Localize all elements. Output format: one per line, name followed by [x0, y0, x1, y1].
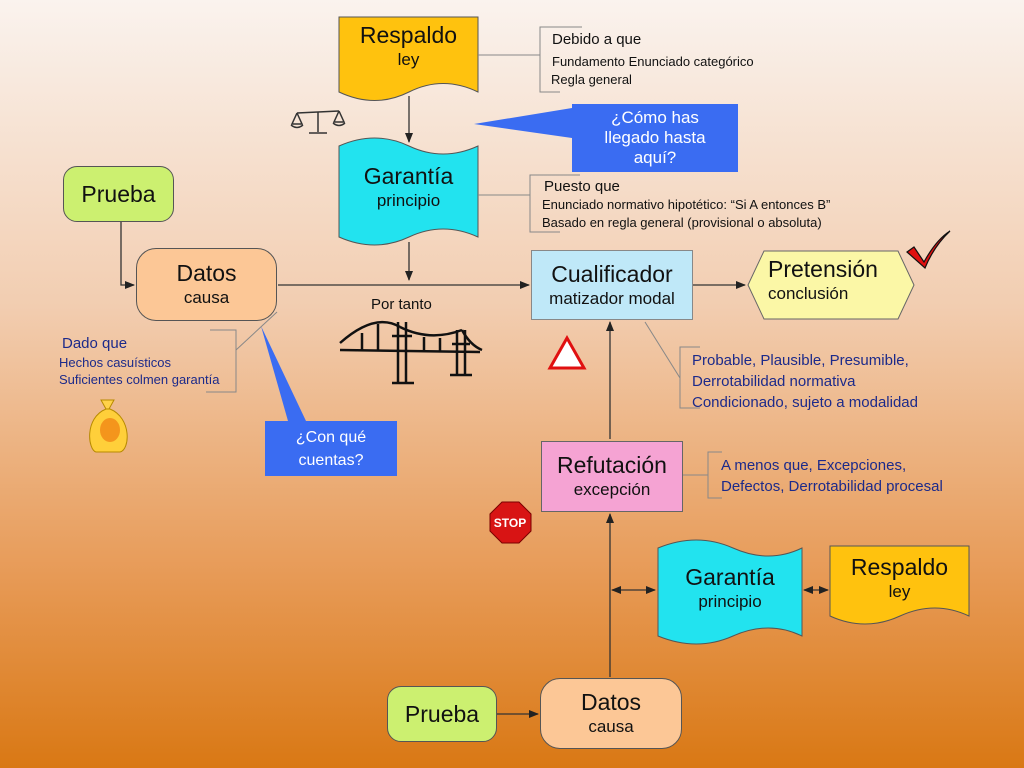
callout-como-line-3: aquí?: [633, 148, 677, 167]
refutacion-title: Refutación: [557, 452, 667, 478]
arrow-prueba-datos: [120, 222, 135, 289]
dado-note-3: Suficientes colmen garantía: [59, 372, 220, 387]
por-tanto-label: Por tanto: [371, 296, 432, 313]
bridge-icon: [339, 320, 483, 385]
respaldo-bottom-shape: [829, 545, 970, 625]
prueba-bottom-title: Prueba: [404, 700, 480, 727]
warning-triangle-icon: [547, 334, 587, 370]
refutacion-subtitle: excepción: [573, 480, 651, 499]
respaldo-bottom-subtitle: ley: [888, 581, 911, 601]
garantia-bottom-subtitle: principio: [698, 591, 762, 611]
cualif-note-1: Probable, Plausible, Presumible,: [692, 352, 909, 369]
garantia-bottom-shape: [657, 539, 803, 645]
datos-bottom-subtitle: causa: [588, 717, 634, 736]
stop-text: STOP: [494, 516, 526, 530]
pretension-shape: [747, 250, 915, 320]
money-bag-icon: [89, 399, 128, 453]
datos-top-subtitle: causa: [183, 288, 230, 307]
datos-top-title: Datos: [176, 260, 237, 286]
arrows: [120, 96, 829, 718]
cualificador: Cualificador matizador modal: [531, 250, 693, 320]
balance-scale-icon: [290, 110, 346, 134]
cualificador-subtitle: matizador modal: [549, 288, 675, 308]
callout-con-line-2: cuentas?: [298, 452, 364, 469]
garantia-note-1: Puesto que: [544, 178, 620, 195]
garantia-top: Garantía principio: [339, 155, 478, 219]
callout-como-line-2: llegado hasta: [604, 128, 706, 147]
garantia-bottom: Garantía principio: [658, 556, 802, 620]
cualif-note-2: Derrotabilidad normativa: [692, 373, 856, 390]
prueba-bottom: Prueba: [387, 686, 497, 742]
pretension-subtitle: conclusión: [768, 284, 849, 303]
respaldo-bottom: Respaldo ley: [830, 548, 969, 608]
garantia-note-3: Basado en regla general (provisional o a…: [542, 215, 822, 230]
respaldo-top-subtitle: ley: [397, 49, 420, 69]
respaldo-bottom-title: Respaldo: [850, 553, 949, 580]
pretension-title: Pretensión: [768, 256, 878, 282]
respaldo-top: Respaldo ley: [339, 20, 478, 72]
cualificador-title: Cualificador: [551, 260, 673, 287]
prueba-top: Prueba: [63, 166, 174, 222]
prueba-top-title: Prueba: [81, 180, 156, 207]
respaldo-top-shape: [338, 16, 479, 101]
callout-con-line-1: ¿Con qué: [295, 429, 367, 446]
refut-note-2: Defectos, Derrotabilidad procesal: [721, 478, 943, 495]
garantia-top-shape: [338, 137, 479, 246]
garantia-bottom-title: Garantía: [685, 563, 775, 590]
callout-con: ¿Con qué cuentas?: [265, 426, 397, 472]
respaldo-note-3: Regla general: [551, 72, 632, 87]
datos-bottom-title: Datos: [580, 689, 642, 715]
respaldo-note-2: Fundamento Enunciado categórico: [552, 54, 754, 69]
dado-note-2: Hechos casuísticos: [59, 355, 171, 370]
callout-como-line-1: ¿Cómo has: [611, 108, 699, 127]
stop-sign-icon: STOP: [489, 501, 532, 544]
datos-top: Datos causa: [136, 248, 277, 321]
dado-note-1: Dado que: [62, 335, 128, 352]
garantia-note-2: Enunciado normativo hipotético: “Si A en…: [542, 197, 831, 212]
callout-como: ¿Cómo has llegado hasta aquí?: [572, 108, 738, 168]
checkmark-icon: [906, 230, 951, 270]
pretension: Pretensión conclusión: [768, 256, 898, 305]
refut-note-1: A menos que, Excepciones,: [721, 457, 907, 474]
garantia-top-subtitle: principio: [376, 190, 441, 210]
respaldo-top-title: Respaldo: [359, 21, 458, 48]
garantia-top-title: Garantía: [363, 162, 454, 189]
respaldo-note-1: Debido a que: [552, 31, 642, 48]
refutacion: Refutación excepción: [541, 441, 683, 512]
callout-con-shape: [261, 326, 397, 476]
cualif-note-3: Condicionado, sujeto a modalidad: [692, 394, 918, 411]
datos-bottom: Datos causa: [540, 678, 682, 749]
callout-como-shape: [474, 104, 738, 172]
note-brackets: [206, 26, 722, 499]
